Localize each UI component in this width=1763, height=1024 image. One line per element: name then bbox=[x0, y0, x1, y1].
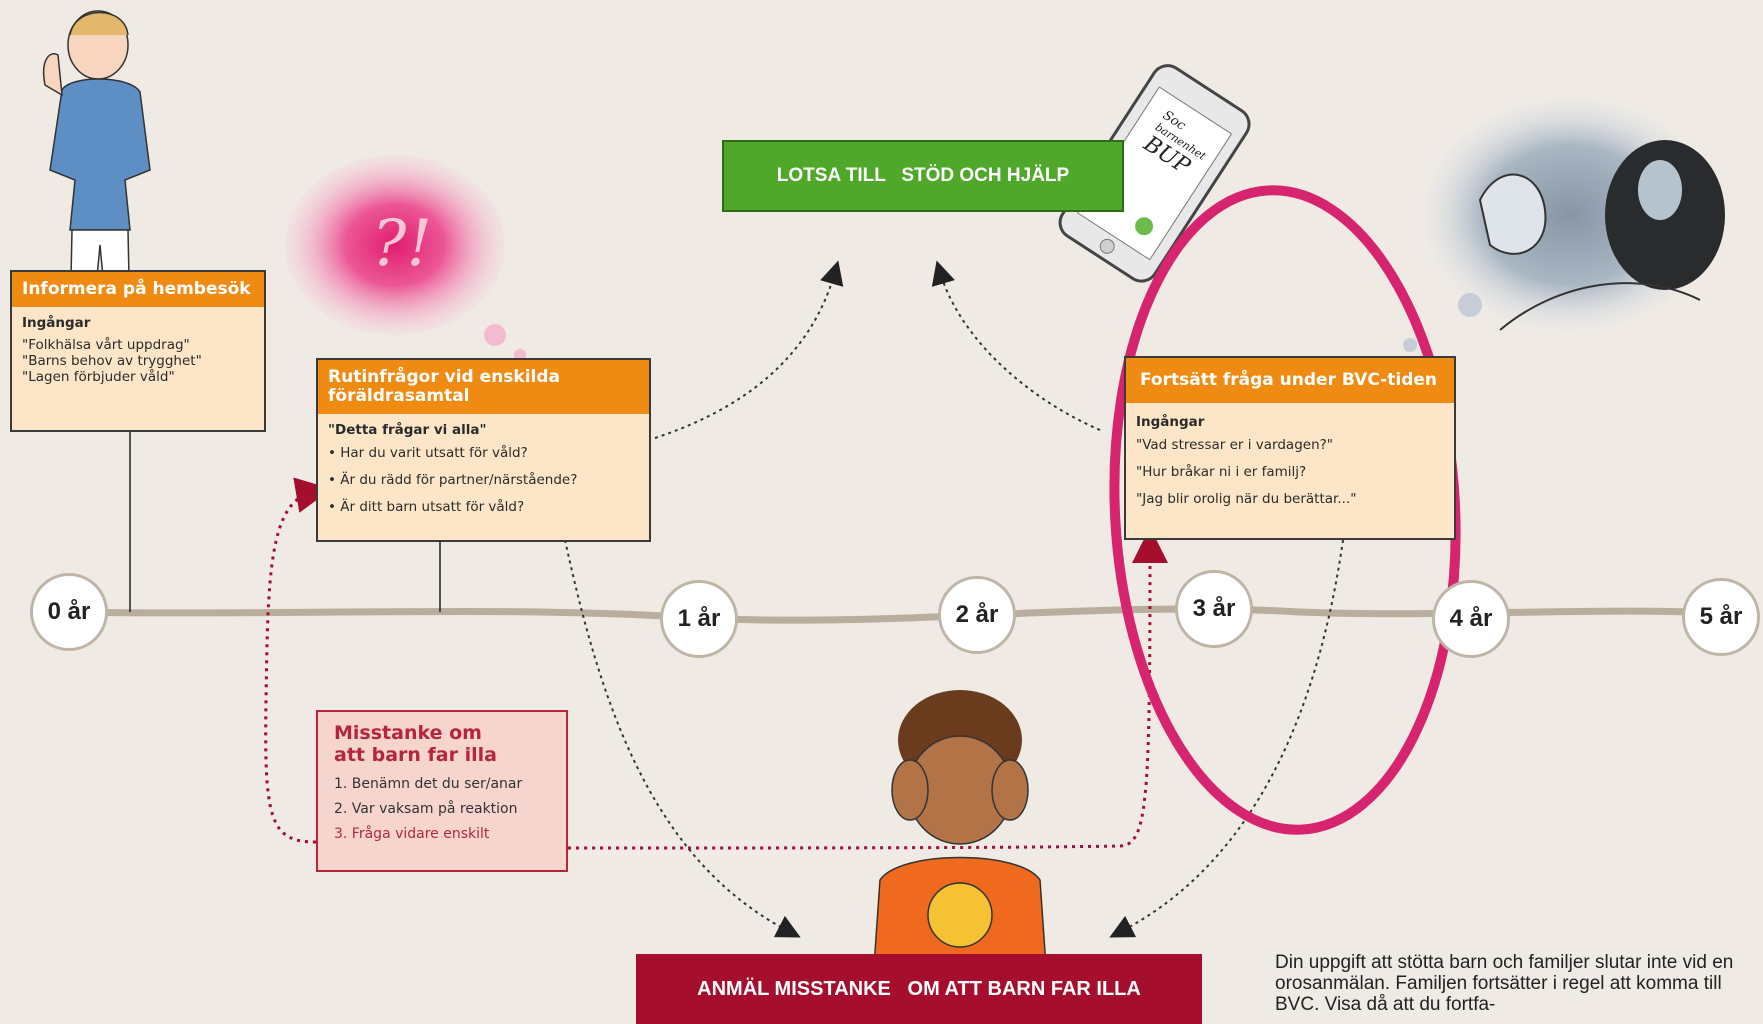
continue-asking-item: "Vad stressar er i vardagen?" bbox=[1136, 437, 1334, 453]
routine-title-line-1: Rutinfrågor vid enskilda bbox=[328, 367, 560, 387]
arrow-continue-to-support bbox=[931, 260, 1101, 431]
continue-asking-box: Fortsätt fråga under BVC-tiden Ingångar … bbox=[1124, 356, 1456, 540]
routine-questions-label: "Detta frågar vi alla" bbox=[328, 422, 487, 438]
arrow-continue-to-report bbox=[1109, 539, 1344, 938]
footnote-text: Din uppgift att stötta barn och familjer… bbox=[1275, 952, 1734, 1015]
timeline-node-4: 4 år bbox=[1432, 580, 1510, 658]
support-banner: LOTSA TILL STÖD OCH HJÄLP bbox=[722, 140, 1124, 212]
suspicion-box: Misstanke om att barn far illa 1. Benämn… bbox=[316, 710, 568, 872]
home-visit-item: "Lagen förbjuder våld" bbox=[22, 369, 175, 385]
arrow-suspicion-forward bbox=[567, 527, 1168, 850]
routine-question-item: • Har du varit utsatt för våld? bbox=[328, 445, 528, 461]
routine-question-item: • Är du rädd för partner/närstående? bbox=[328, 472, 578, 488]
arrow-routine-to-support bbox=[654, 260, 844, 439]
continue-asking-item: "Jag blir orolig när du berättar..." bbox=[1136, 491, 1357, 507]
support-banner-label: LOTSA TILL STÖD OCH HJÄLP bbox=[776, 165, 1070, 186]
suspicion-step: 2. Var vaksam på reaktion bbox=[334, 801, 518, 817]
home-visit-title: Informera på hembesök bbox=[12, 272, 264, 307]
arrow-routine-to-report bbox=[564, 539, 801, 938]
report-banner-label: ANMÄL MISSTANKE OM ATT BARN FAR ILLA bbox=[697, 977, 1141, 1000]
suspicion-title-line-1: Misstanke om bbox=[334, 722, 482, 744]
home-visit-label: Ingångar bbox=[22, 315, 91, 331]
routine-title-line-2: föräldrasamtal bbox=[328, 386, 470, 406]
home-visit-item: "Barns behov av trygghet" bbox=[22, 353, 202, 369]
angry-adult-cloud bbox=[1403, 100, 1725, 352]
timeline-node-3: 3 år bbox=[1175, 570, 1253, 648]
routine-questions-box: Rutinfrågor vid enskilda föräldrasamtal … bbox=[316, 358, 651, 542]
svg-text:?!: ?! bbox=[372, 207, 432, 281]
timeline-node-1: 1 år bbox=[660, 580, 738, 658]
suspicion-title-line-2: att barn far illa bbox=[334, 744, 497, 766]
suspicion-step: 3. Fråga vidare enskilt bbox=[334, 826, 490, 842]
routine-question-item: • Är ditt barn utsatt för våld? bbox=[328, 499, 525, 515]
report-banner: ANMÄL MISSTANKE OM ATT BARN FAR ILLA bbox=[636, 954, 1202, 1024]
timeline-node-2: 2 år bbox=[938, 576, 1016, 654]
continue-asking-label: Ingångar bbox=[1136, 414, 1205, 430]
timeline-node-0: 0 år bbox=[30, 573, 108, 651]
arrow-suspicion-loop bbox=[264, 477, 332, 844]
home-visit-box: Informera på hembesök Ingångar "Folkhäls… bbox=[10, 270, 266, 432]
routine-questions-title: Rutinfrågor vid enskilda föräldrasamtal bbox=[318, 360, 649, 414]
worry-cloud: ?! bbox=[285, 155, 526, 361]
suspicion-step: 1. Benämn det du ser/anar bbox=[334, 776, 523, 792]
home-visit-item: "Folkhälsa vårt uppdrag" bbox=[22, 337, 190, 353]
continue-asking-item: "Hur bråkar ni i er familj? bbox=[1136, 464, 1307, 480]
continue-asking-title: Fortsätt fråga under BVC-tiden bbox=[1126, 358, 1454, 403]
timeline-node-5: 5 år bbox=[1682, 578, 1760, 656]
suspicion-title: Misstanke om att barn far illa bbox=[334, 722, 550, 766]
